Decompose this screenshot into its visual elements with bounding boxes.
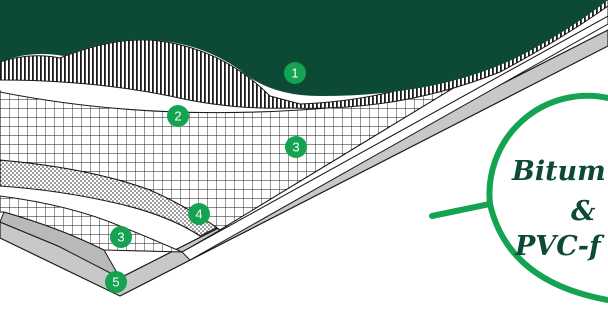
title-line-2: & <box>571 196 596 227</box>
layer-number-1: 1 <box>291 66 298 81</box>
layer-number-4: 4 <box>195 207 202 222</box>
layer-number-5: 5 <box>112 275 119 290</box>
layer-marker-3-lower: 3 <box>110 226 132 248</box>
layer-number-3: 3 <box>292 140 299 155</box>
layer-number-2: 2 <box>174 109 181 124</box>
layer-marker-1: 1 <box>284 62 306 84</box>
title-line-3: PVC-f <box>514 231 605 262</box>
layer-marker-3: 3 <box>285 136 307 158</box>
layer-number-3-lower: 3 <box>117 230 124 245</box>
layer-marker-2: 2 <box>167 105 189 127</box>
title-line-1: Bitum <box>511 156 606 187</box>
layer-marker-4: 4 <box>188 203 210 225</box>
layer-marker-5: 5 <box>105 271 127 293</box>
